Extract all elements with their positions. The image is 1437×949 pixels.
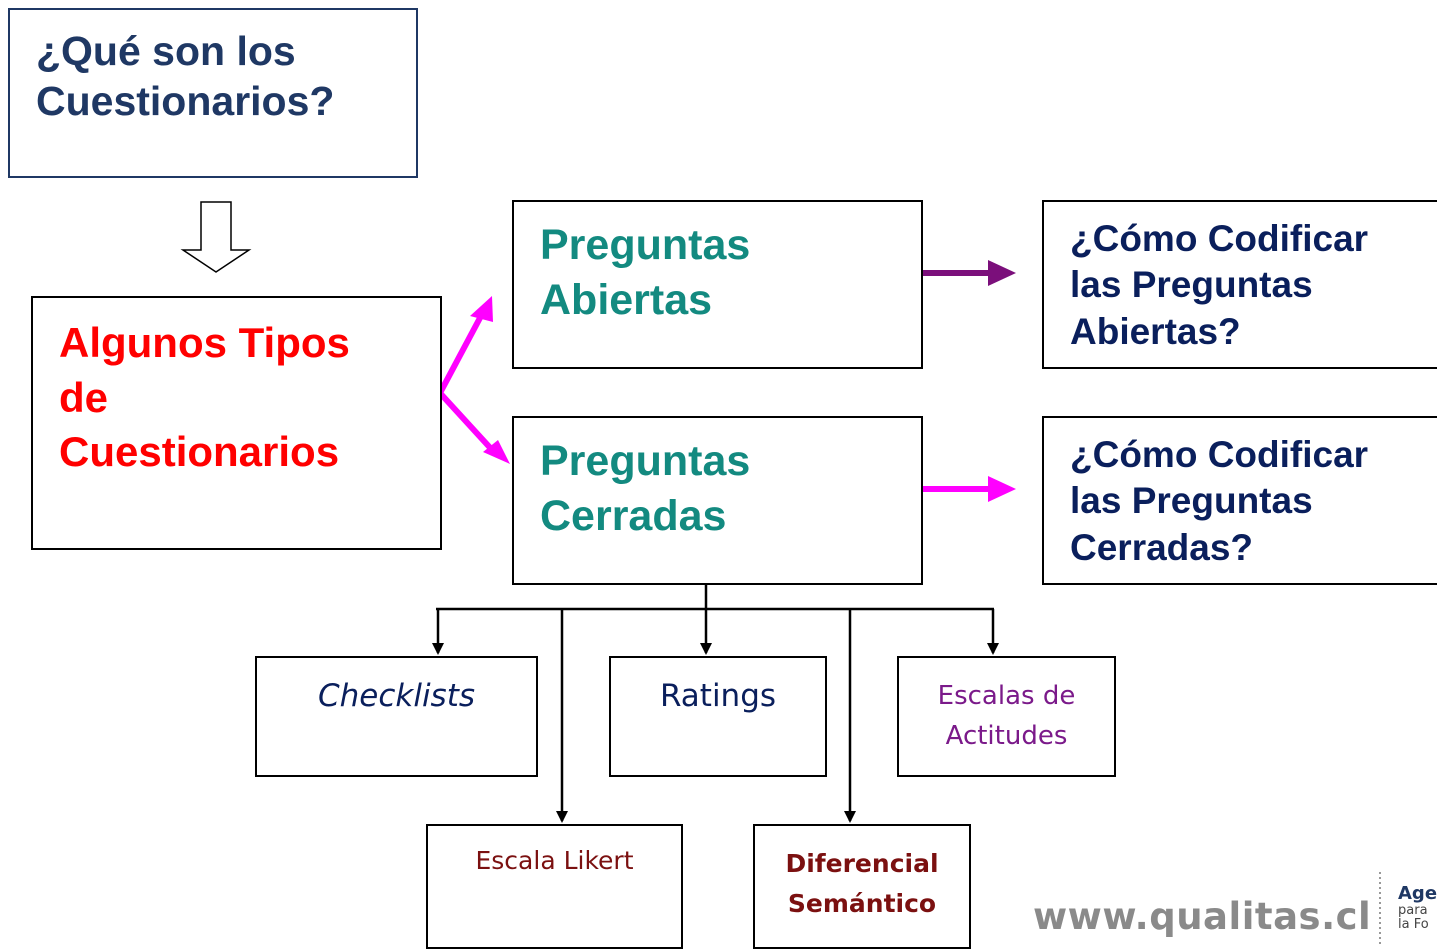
code-closed-title: ¿Cómo Codificar las Preguntas Cerradas? — [1070, 432, 1368, 571]
types-line-1: Algunos Tipos — [59, 319, 350, 366]
arrowhead-to-open — [470, 296, 493, 322]
questionnaire-types-box: Algunos Tipos de Cuestionarios — [31, 296, 442, 550]
likert-scale-label: Escala Likert — [475, 846, 634, 875]
open-questions-title: Preguntas Abiertas — [540, 218, 750, 328]
open-line-2: Abiertas — [540, 276, 713, 325]
attitude-scales-box: Escalas de Actitudes — [897, 656, 1116, 777]
code-open-box: ¿Cómo Codificar las Preguntas Abiertas? — [1042, 200, 1437, 369]
website-url: www.qualitas.cl — [1033, 895, 1372, 938]
logo-line-2: para — [1398, 903, 1428, 918]
arrowhead-closed-to-code — [988, 476, 1016, 502]
arrow-to-open — [437, 314, 484, 395]
types-line-3: Cuestionarios — [59, 428, 340, 476]
arrowhead-to-closed — [483, 440, 510, 464]
code-closed-line-1: ¿Cómo Codificar — [1070, 434, 1369, 475]
hollow-down-arrow — [180, 201, 252, 273]
attitude-scales-label: Escalas de Actitudes — [899, 676, 1114, 757]
code-open-line-3: Abiertas? — [1070, 310, 1241, 352]
attitudes-line-1: Escalas de — [937, 681, 1076, 711]
code-open-line-2: las Preguntas — [1070, 264, 1313, 306]
closed-line-2: Cerradas — [540, 492, 727, 541]
closed-questions-title: Preguntas Cerradas — [540, 434, 750, 544]
ratings-box: Ratings — [609, 656, 827, 777]
attitudes-line-2: Actitudes — [945, 721, 1068, 752]
semantic-line-1: Diferencial — [785, 849, 939, 878]
code-open-title: ¿Cómo Codificar las Preguntas Abiertas? — [1070, 216, 1368, 355]
open-line-1: Preguntas — [540, 221, 751, 269]
ratings-label: Ratings — [659, 678, 777, 714]
types-line-2: de — [59, 373, 109, 421]
checklists-label: Checklists — [317, 678, 476, 714]
closed-line-1: Preguntas — [540, 437, 751, 485]
what-are-questionnaires-box: ¿Qué son los Cuestionarios? — [8, 8, 418, 178]
semantic-differential-label: Diferencial Semántico — [755, 844, 969, 924]
code-closed-line-2: las Preguntas — [1070, 480, 1313, 522]
open-questions-box: Preguntas Abiertas — [512, 200, 923, 369]
arrowhead-open-to-code — [988, 260, 1016, 286]
arrow-to-closed — [437, 390, 497, 455]
code-closed-box: ¿Cómo Codificar las Preguntas Cerradas? — [1042, 416, 1437, 585]
semantic-line-2: Semántico — [787, 889, 937, 918]
logo-line-1: Age — [1398, 884, 1437, 904]
agency-logo: Age para la Fo — [1398, 884, 1437, 945]
checklists-box: Checklists — [255, 656, 538, 777]
logo-line-3: la Fo — [1398, 917, 1429, 932]
what-are-questionnaires-title: ¿Qué son los Cuestionarios? — [36, 26, 334, 126]
what-line-1: ¿Qué son los — [36, 28, 296, 74]
semantic-differential-box: Diferencial Semántico — [753, 824, 971, 949]
code-open-line-1: ¿Cómo Codificar — [1070, 218, 1369, 259]
closed-questions-box: Preguntas Cerradas — [512, 416, 923, 585]
what-line-2: Cuestionarios? — [36, 78, 335, 125]
code-closed-line-3: Cerradas? — [1070, 526, 1254, 568]
likert-scale-box: Escala Likert — [426, 824, 683, 949]
questionnaire-types-title: Algunos Tipos de Cuestionarios — [59, 316, 350, 480]
